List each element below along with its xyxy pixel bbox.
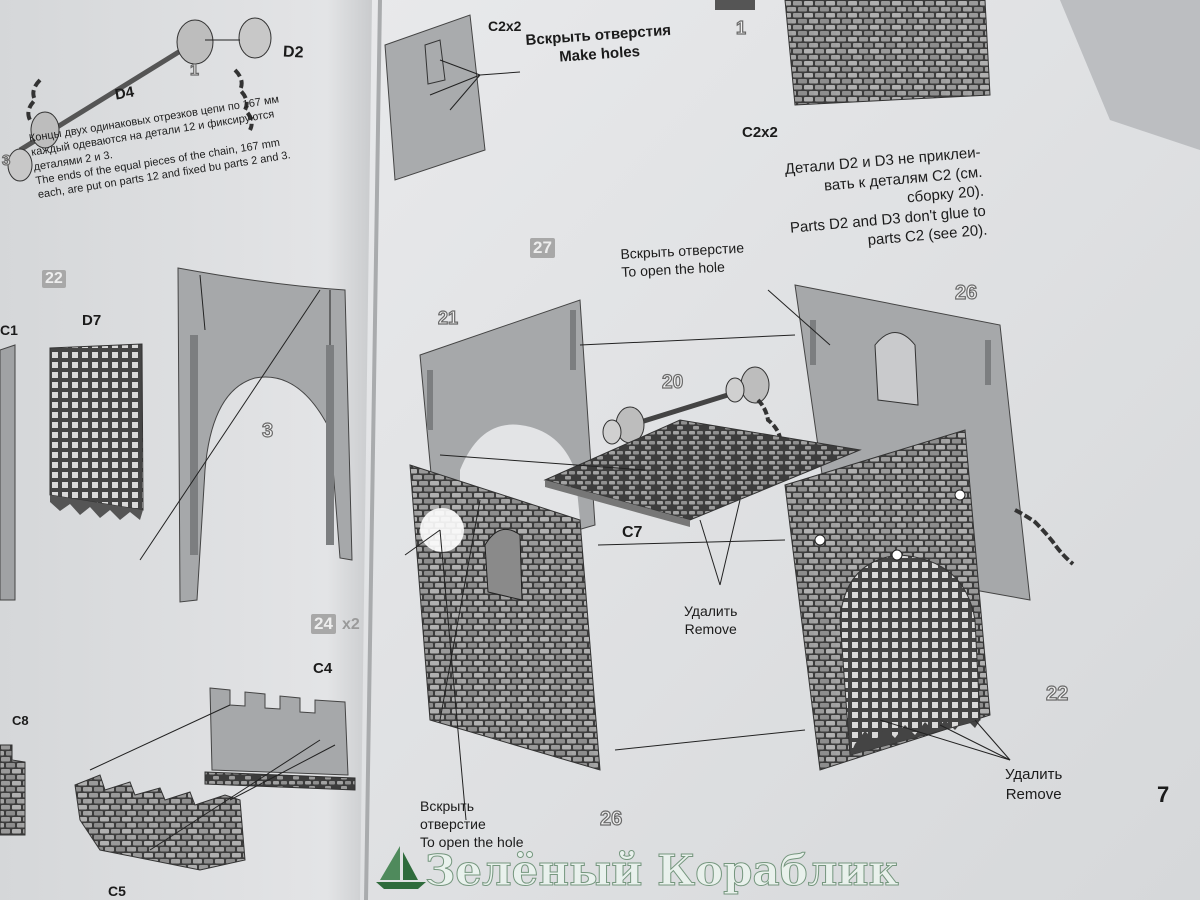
- leader-line: [719, 499, 741, 586]
- slot: [427, 370, 433, 430]
- label-d4: D4: [113, 83, 136, 104]
- hole-marker: [814, 534, 826, 546]
- step-badge-24: 24: [311, 614, 336, 634]
- number-one: 1: [189, 61, 199, 79]
- c5-crenellated-wall: [74, 774, 246, 871]
- label-d2: D2: [282, 43, 304, 62]
- open-hole-en: To open the hole: [420, 834, 524, 851]
- leader-line: [89, 704, 231, 771]
- leader-line: [579, 334, 796, 346]
- label-c1: C1: [0, 322, 18, 338]
- c7-drawbridge: [543, 419, 862, 521]
- leader-line: [939, 724, 1011, 761]
- leader-line: [479, 71, 521, 76]
- leader-line: [429, 74, 481, 96]
- remove-note-center: Удалить Remove: [684, 602, 737, 638]
- d7-grille-part: [49, 343, 144, 511]
- c2-window-cutout: [424, 39, 446, 85]
- part-3-arch-wall: [177, 267, 353, 603]
- leader-line: [597, 539, 786, 546]
- slot: [570, 310, 576, 370]
- portcullis-teeth: [850, 718, 980, 755]
- open-hole-ru-2: отверстие: [420, 816, 486, 833]
- leader-line: [229, 744, 336, 801]
- c2-template-part: [384, 14, 486, 181]
- part-number-22: 22: [1045, 682, 1069, 705]
- leader-line: [767, 289, 831, 346]
- part-number-21: 21: [437, 307, 459, 328]
- c2-brick-wall: [784, 0, 991, 106]
- leader-line: [699, 519, 721, 586]
- leader-line: [449, 74, 481, 111]
- remove-en: Remove: [1005, 786, 1062, 804]
- leader-line: [139, 289, 321, 561]
- leader-line: [439, 454, 646, 471]
- hole-marker: [954, 489, 966, 501]
- label-c2x2-wall: C2x2: [742, 124, 778, 141]
- c8-wall-fragment: [0, 744, 26, 836]
- front-wall-window: [484, 528, 523, 601]
- open-hole-highlight: [420, 508, 464, 552]
- label-c5: C5: [108, 883, 126, 899]
- small-part-1: [715, 0, 755, 10]
- step-badge-24-multiplier: x2: [342, 616, 360, 633]
- remove-ru: Удалить: [1005, 766, 1063, 783]
- hole-marker: [891, 549, 903, 561]
- page-edge-shadow: [1060, 0, 1200, 150]
- number-three: 3: [261, 419, 274, 442]
- c4-crenellation: [209, 687, 349, 776]
- part-3-slot: [326, 345, 334, 545]
- axle-wheels-illustration: [7, 17, 272, 182]
- page-number: 7: [1157, 782, 1170, 807]
- open-hole-note-bottom: Вскрыть отверстие To open the hole: [420, 797, 524, 852]
- leader-line: [149, 739, 321, 851]
- c7-edge: [545, 480, 690, 527]
- glue-note: Детали D2 и D3 не приклеи- вать к деталя…: [784, 143, 988, 257]
- part-number-26-bottom: 26: [599, 807, 623, 830]
- chain-illustration: [1014, 508, 1075, 566]
- remove-note-right: Удалить Remove: [1005, 765, 1062, 806]
- leader-line: [879, 719, 1011, 761]
- leader-line: [614, 729, 806, 751]
- open-hole-note-top: Вскрыть отверстие To open the hole: [620, 239, 745, 282]
- c4-base-strip: [204, 771, 356, 791]
- remove-en: Remove: [684, 621, 737, 638]
- leader-line: [404, 529, 441, 556]
- axle-20: [602, 366, 782, 483]
- open-hole-ru-1: Вскрыть: [420, 798, 475, 814]
- leader-line: [974, 719, 1011, 761]
- watermark-text: Зелёный Кораблик: [425, 846, 900, 896]
- slot: [810, 320, 816, 365]
- slot: [985, 340, 991, 385]
- label-c7: C7: [622, 524, 643, 541]
- label-c4: C4: [313, 660, 333, 677]
- label-c8: C8: [12, 713, 29, 728]
- label-d7: D7: [82, 312, 102, 329]
- part-number-20: 20: [661, 371, 684, 393]
- step-badge-22: 22: [42, 270, 66, 288]
- c1-part-edge: [0, 344, 16, 601]
- part-3-slot: [190, 335, 198, 555]
- part-number-26-top: 26: [954, 281, 978, 304]
- step-badge-27: 27: [530, 238, 555, 258]
- part-26-window: [874, 332, 919, 406]
- number-one-right: 1: [735, 17, 747, 38]
- d7-grille-teeth: [50, 495, 143, 520]
- remove-ru: Удалить: [684, 603, 738, 619]
- sailboat-logo-icon: [376, 846, 426, 889]
- leader-line: [439, 59, 481, 76]
- leader-line: [199, 274, 206, 331]
- leader-line: [439, 499, 481, 721]
- part-22-portcullis: [839, 554, 981, 756]
- number-three-small: 3: [1, 151, 11, 169]
- book-spine: [364, 0, 382, 900]
- leader-line: [439, 529, 467, 821]
- label-c2x2-top: C2x2: [488, 18, 522, 34]
